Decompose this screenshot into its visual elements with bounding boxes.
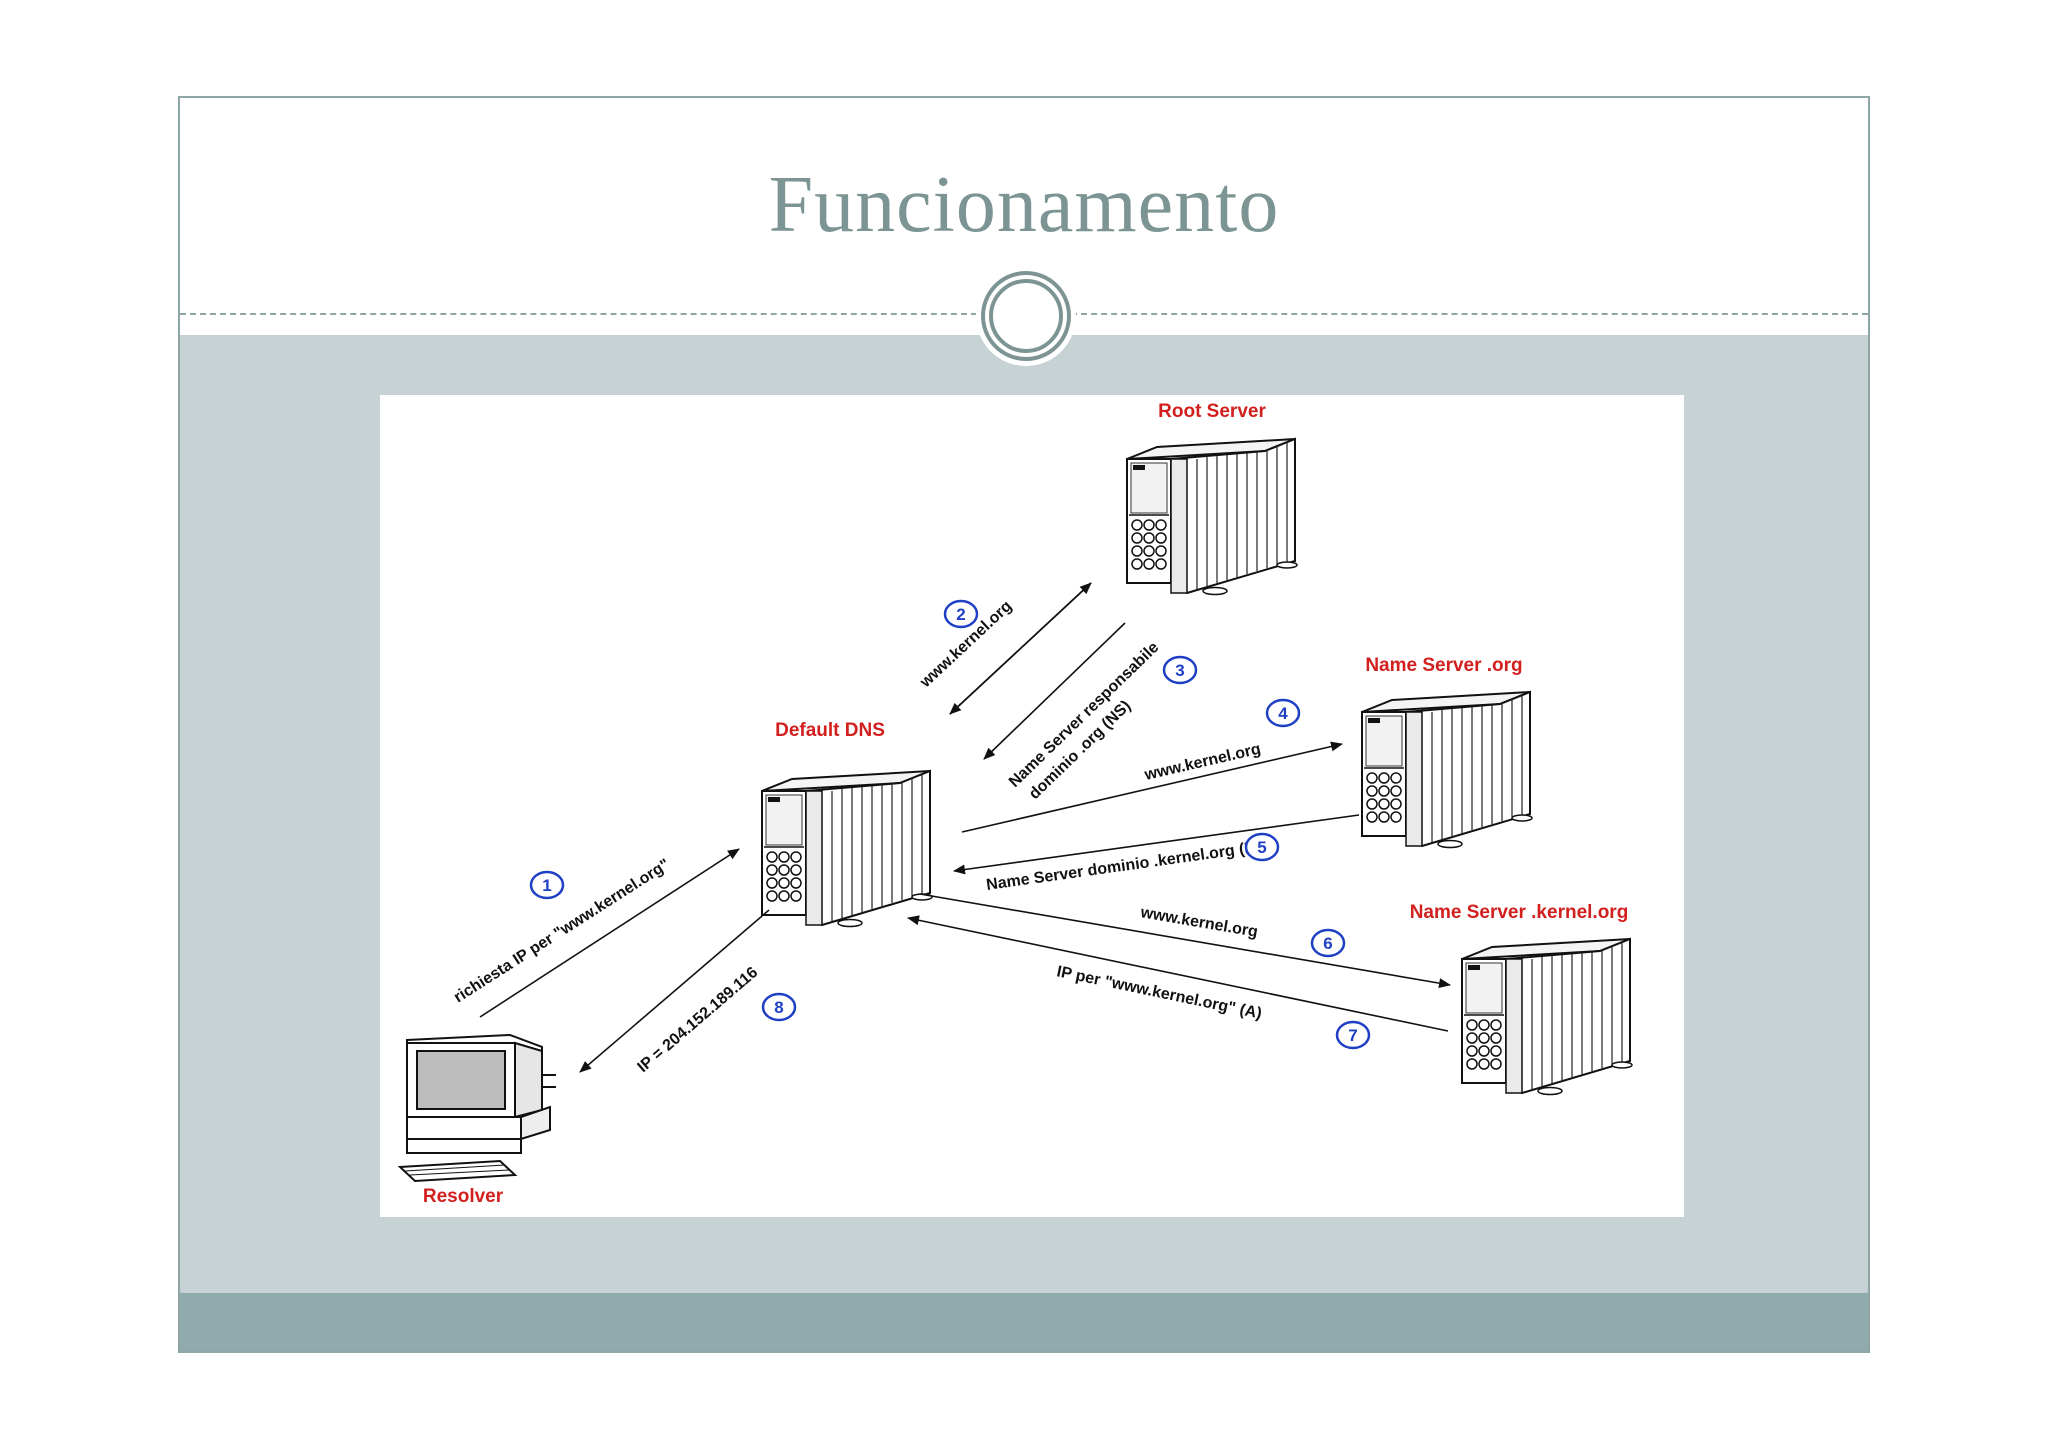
arrow-1 xyxy=(479,848,740,1018)
step-7-number: 7 xyxy=(1348,1026,1357,1045)
dns-diagram: Root Server Default DNS Name Server .org… xyxy=(380,395,1684,1217)
root-server-label: Root Server xyxy=(1158,401,1266,422)
arrow-7 xyxy=(907,915,1449,1032)
step-8-text: IP = 204.152.189.116 xyxy=(635,964,762,1076)
step-5-badge: 5 xyxy=(1244,832,1280,862)
resolver-label: Resolver xyxy=(423,1186,504,1207)
step-4-text: www.kernel.org xyxy=(1142,741,1262,784)
arrow-5 xyxy=(953,814,1360,875)
step-2-badge: 2 xyxy=(943,599,979,629)
slide-title: Funcionamento xyxy=(768,161,1280,249)
default-dns-label: Default DNS xyxy=(775,720,885,741)
arrow-8 xyxy=(579,909,770,1073)
step-3-badge: 3 xyxy=(1162,655,1198,685)
step-4-number: 4 xyxy=(1278,704,1288,723)
step-7-text: IP per "www.kernel.org" (A) xyxy=(1055,963,1263,1022)
step-6-badge: 6 xyxy=(1310,928,1346,958)
step-6-number: 6 xyxy=(1323,934,1332,953)
name-server-kernel-label: Name Server .kernel.org xyxy=(1410,902,1629,923)
resolver-computer-icon xyxy=(397,1033,556,1183)
arrow-2-back xyxy=(949,582,1092,715)
arrow-3 xyxy=(983,622,1126,760)
step-8-number: 8 xyxy=(774,998,783,1017)
step-8-badge: 8 xyxy=(761,992,797,1022)
step-1-badge: 1 xyxy=(529,870,565,900)
name-server-org-label: Name Server .org xyxy=(1365,655,1522,676)
slide: Funcionamento xyxy=(178,96,1870,1353)
arrow-6 xyxy=(919,893,1451,989)
step-7-badge: 7 xyxy=(1335,1020,1371,1050)
default-dns-server-icon xyxy=(761,770,933,928)
step-4-badge: 4 xyxy=(1265,698,1301,728)
name-server-org-icon xyxy=(1361,691,1533,849)
step-5-number: 5 xyxy=(1257,838,1266,857)
dns-diagram-svg: Root Server Default DNS Name Server .org… xyxy=(397,401,1633,1207)
step-1-number: 1 xyxy=(542,876,551,895)
footer-band xyxy=(180,1293,1868,1351)
flow-arrows xyxy=(479,582,1451,1073)
step-2-number: 2 xyxy=(956,605,965,624)
root-server-icon xyxy=(1126,438,1298,596)
name-server-kernel-icon xyxy=(1461,938,1633,1096)
arrow-4 xyxy=(961,741,1343,833)
step-3-number: 3 xyxy=(1175,661,1184,680)
step-5-text: Name Server dominio .kernel.org (NS) xyxy=(985,837,1273,894)
ornament-ring-icon xyxy=(976,266,1076,366)
